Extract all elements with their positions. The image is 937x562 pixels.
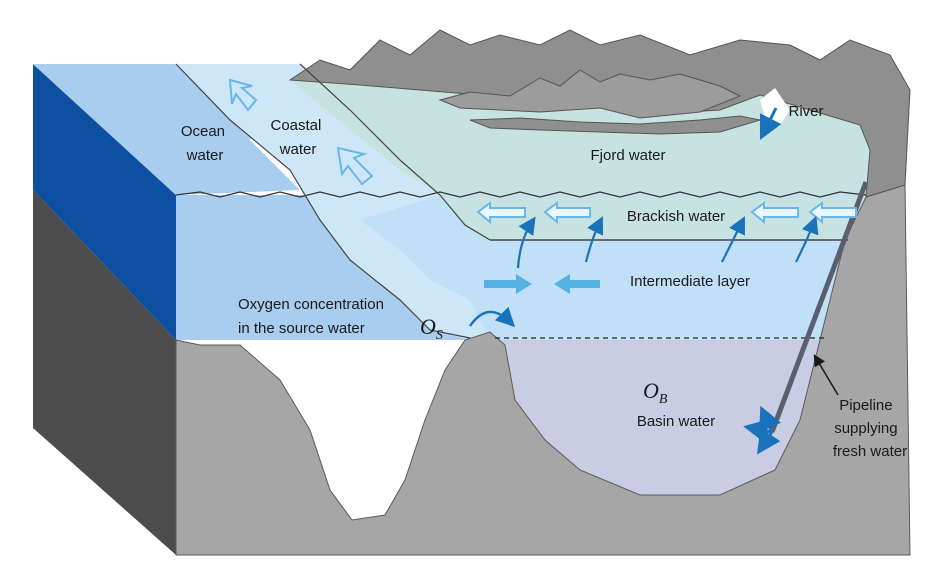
brackish-arrows [476, 201, 857, 225]
block-side-blue [33, 64, 176, 340]
upwelling-arrows [516, 215, 819, 269]
ob-symbol: OB [643, 378, 668, 407]
ob-symbol-base: O [643, 378, 659, 403]
brackish-arrow-3 [750, 201, 799, 225]
seafloor-rock [175, 184, 911, 556]
ocean-water-upper [33, 64, 300, 195]
ocean-water-label-line2: water [186, 147, 224, 164]
ocean-water-label-line1: Ocean [181, 123, 225, 140]
os-symbol-sub: S [436, 328, 443, 343]
outlet-arrow-up [759, 405, 782, 433]
block-side-grey [33, 190, 176, 555]
oxygen-source-label: Oxygen concentration in the source water [238, 296, 388, 337]
os-symbol-base: O [420, 314, 436, 339]
upwelling-arrow-1 [516, 216, 536, 269]
brackish-water-label: Brackish water [627, 208, 725, 225]
pipeline-label-line2: supplying [834, 420, 897, 437]
coastal-water-label: Coastal water [270, 117, 325, 158]
pipeline-label-line1: Pipeline [839, 397, 892, 414]
brackish-arrow-2 [543, 201, 591, 225]
upwelling-arrow-4 [795, 215, 819, 263]
pipeline-pointer-arrow [813, 354, 839, 396]
basin-water-region [495, 340, 820, 495]
ob-symbol-sub: B [659, 392, 668, 407]
brackish-arrow-1 [476, 201, 526, 225]
intermediate-arrow-left [554, 274, 600, 294]
outlet-arrow-down [757, 427, 781, 455]
coastal-water-label-line1: Coastal [270, 117, 321, 134]
fjord-water-label: Fjord water [590, 147, 665, 164]
intermediate-layer-label: Intermediate layer [630, 273, 750, 290]
pipeline-label-line3: fresh water [833, 443, 907, 460]
intermediate-arrow-right [484, 274, 532, 294]
basin-water-label: Basin water [637, 413, 715, 430]
upwelling-arrow-3 [721, 216, 745, 263]
os-symbol: OS [420, 314, 443, 343]
brackish-arrow-4 [808, 201, 857, 225]
oxygen-source-label-line2: in the source water [238, 320, 365, 337]
pipeline [769, 181, 869, 433]
coastal-fjord-boundary [299, 63, 491, 241]
coastal-outflow-arrow-2 [336, 146, 374, 186]
ocean-water-label: Ocean water [181, 123, 229, 164]
oxygen-source-label-line1: Oxygen concentration [238, 296, 384, 313]
coastal-water-label-line2: water [279, 141, 317, 158]
river-label: River [788, 103, 823, 120]
upwelling-arrow-2 [584, 216, 603, 263]
sill-inflow-arrow [469, 306, 516, 328]
surface-wave-line [175, 191, 867, 198]
coastal-outflow-arrow-1 [228, 78, 258, 112]
river-arrow [759, 107, 782, 141]
ocean-coastal-boundary [175, 63, 471, 339]
fjord-water-region [290, 80, 870, 195]
mountains-ridge [438, 69, 742, 119]
pipeline-label: Pipeline supplying fresh water [833, 397, 907, 460]
